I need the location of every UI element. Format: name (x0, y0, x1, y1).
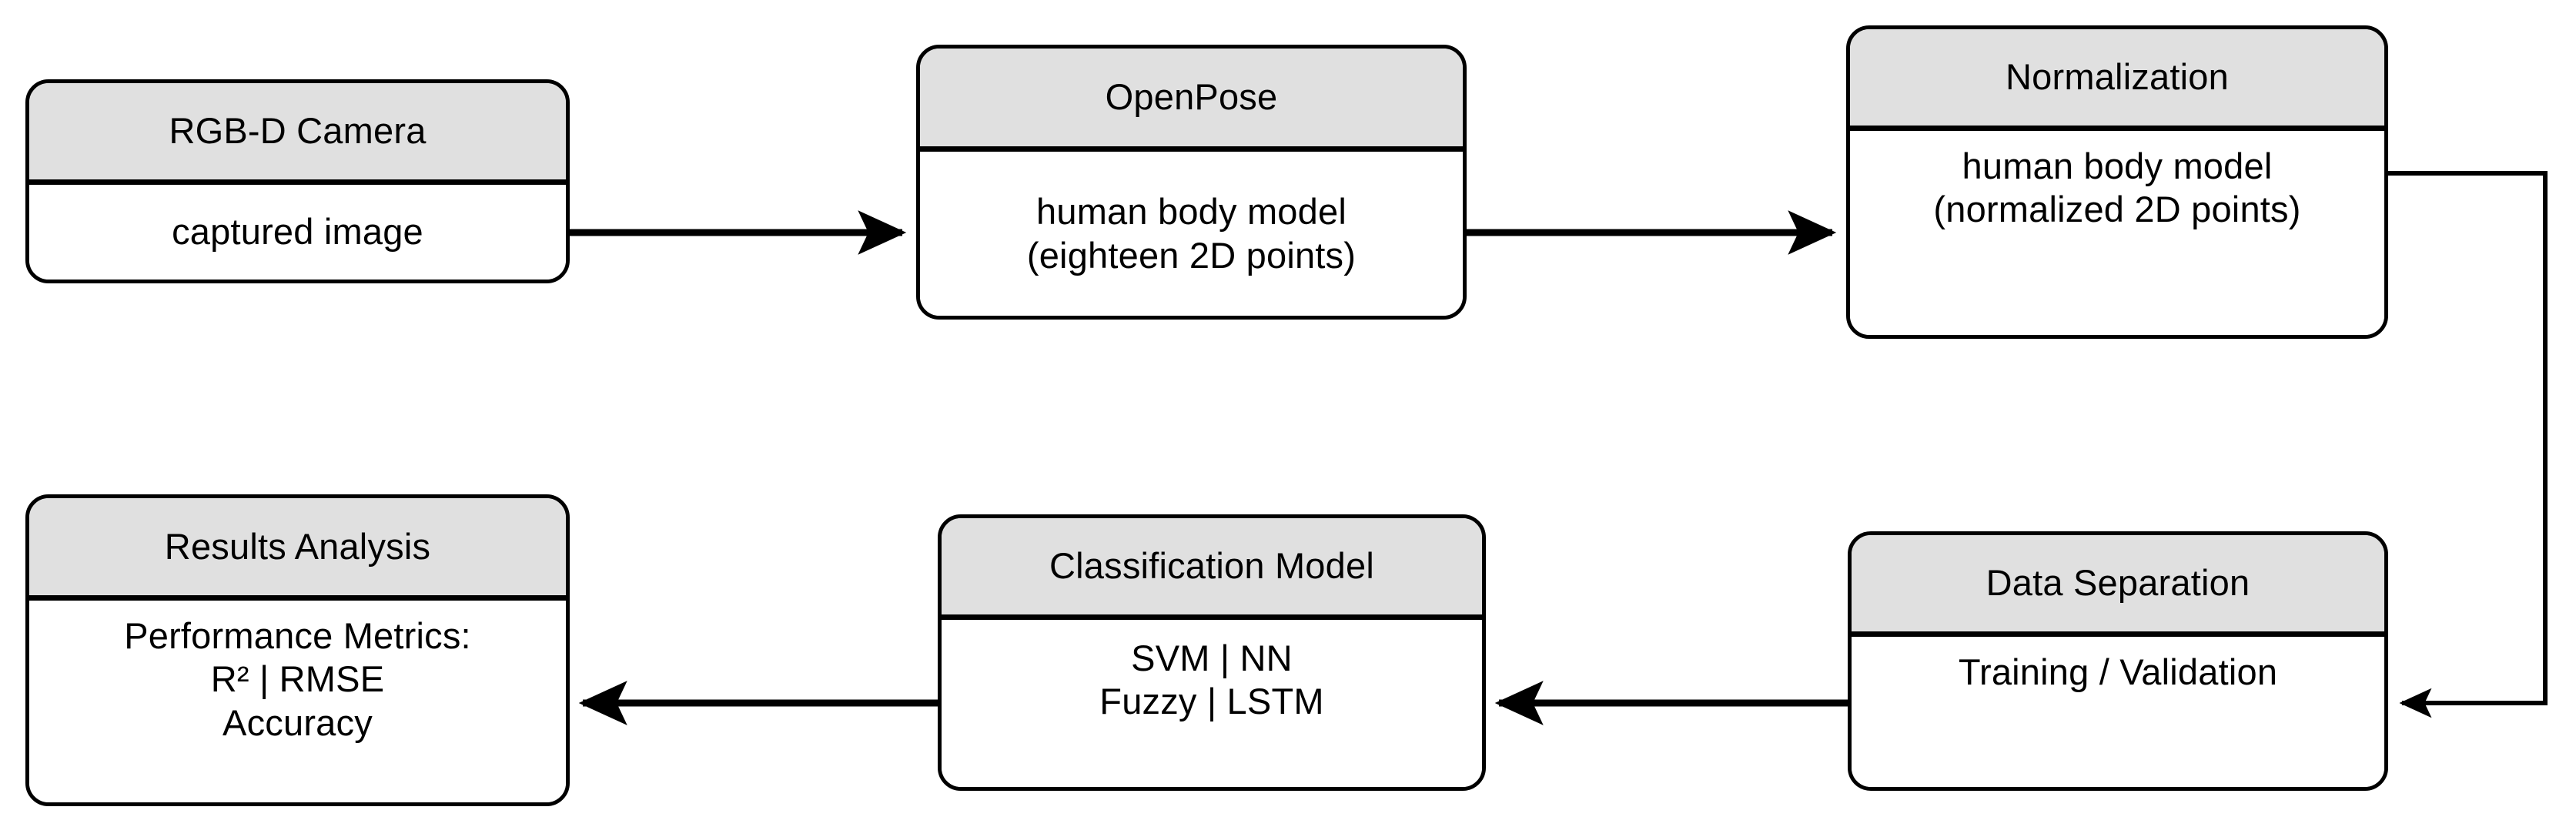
node-rgbd-camera[interactable]: RGB-D Camera captured image (25, 79, 570, 283)
edge-normalization-to-data-separation (2388, 171, 2548, 718)
node-rgbd-camera-body: captured image (29, 185, 566, 280)
node-data-separation[interactable]: Data Separation Training / Validation (1848, 531, 2388, 791)
node-normalization-body: human body model (normalized 2D points) (1850, 131, 2384, 335)
node-results-analysis[interactable]: Results Analysis Performance Metrics: R²… (25, 494, 570, 806)
node-normalization-header: Normalization (1850, 29, 2384, 131)
node-results-analysis-body: Performance Metrics: R² | RMSE Accuracy (29, 601, 566, 802)
node-openpose-header: OpenPose (920, 49, 1463, 152)
node-classification-model[interactable]: Classification Model SVM | NN Fuzzy | LS… (938, 514, 1486, 791)
node-data-separation-header: Data Separation (1852, 535, 2384, 637)
node-rgbd-camera-header: RGB-D Camera (29, 83, 566, 185)
node-openpose-body: human body model (eighteen 2D points) (920, 152, 1463, 316)
node-classification-model-header: Classification Model (942, 518, 1482, 620)
node-normalization[interactable]: Normalization human body model (normaliz… (1846, 25, 2388, 339)
node-data-separation-body: Training / Validation (1852, 637, 2384, 787)
node-openpose[interactable]: OpenPose human body model (eighteen 2D p… (916, 45, 1467, 320)
node-results-analysis-header: Results Analysis (29, 498, 566, 601)
node-classification-model-body: SVM | NN Fuzzy | LSTM (942, 620, 1482, 787)
